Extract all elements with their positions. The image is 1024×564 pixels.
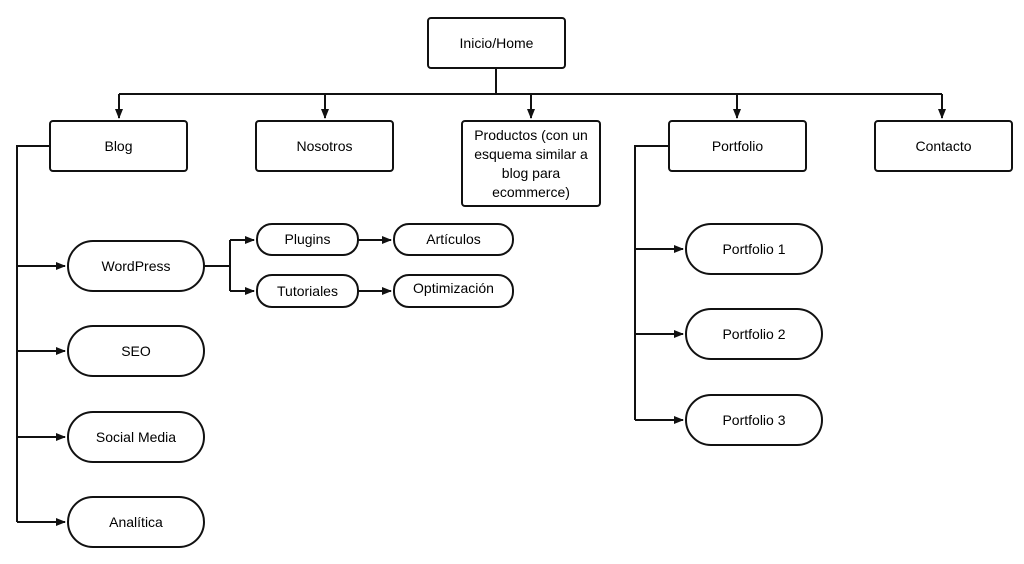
node-blog[interactable]: Blog xyxy=(49,120,188,172)
node-articulos[interactable]: Artículos xyxy=(393,223,514,256)
node-analitica[interactable]: Analítica xyxy=(67,496,205,548)
node-inicio-home[interactable]: Inicio/Home xyxy=(427,17,566,69)
connector-wordpress-split xyxy=(204,240,231,291)
connector-portfolio-spine xyxy=(634,145,668,420)
node-portfolio-2[interactable]: Portfolio 2 xyxy=(685,308,823,360)
node-portfolio-1[interactable]: Portfolio 1 xyxy=(685,223,823,275)
node-contacto[interactable]: Contacto xyxy=(874,120,1013,172)
node-plugins[interactable]: Plugins xyxy=(256,223,359,256)
node-portfolio[interactable]: Portfolio xyxy=(668,120,807,172)
node-tutoriales[interactable]: Tutoriales xyxy=(256,274,359,308)
node-nosotros[interactable]: Nosotros xyxy=(255,120,394,172)
node-productos[interactable]: Productos (con un esquema similar a blog… xyxy=(461,120,601,207)
node-wordpress[interactable]: WordPress xyxy=(67,240,205,292)
node-social-media[interactable]: Social Media xyxy=(67,411,205,463)
node-seo[interactable]: SEO xyxy=(67,325,205,377)
node-portfolio-3[interactable]: Portfolio 3 xyxy=(685,394,823,446)
node-optimizacion[interactable]: Optimización xyxy=(393,274,514,308)
connector-blog-spine xyxy=(16,145,49,522)
